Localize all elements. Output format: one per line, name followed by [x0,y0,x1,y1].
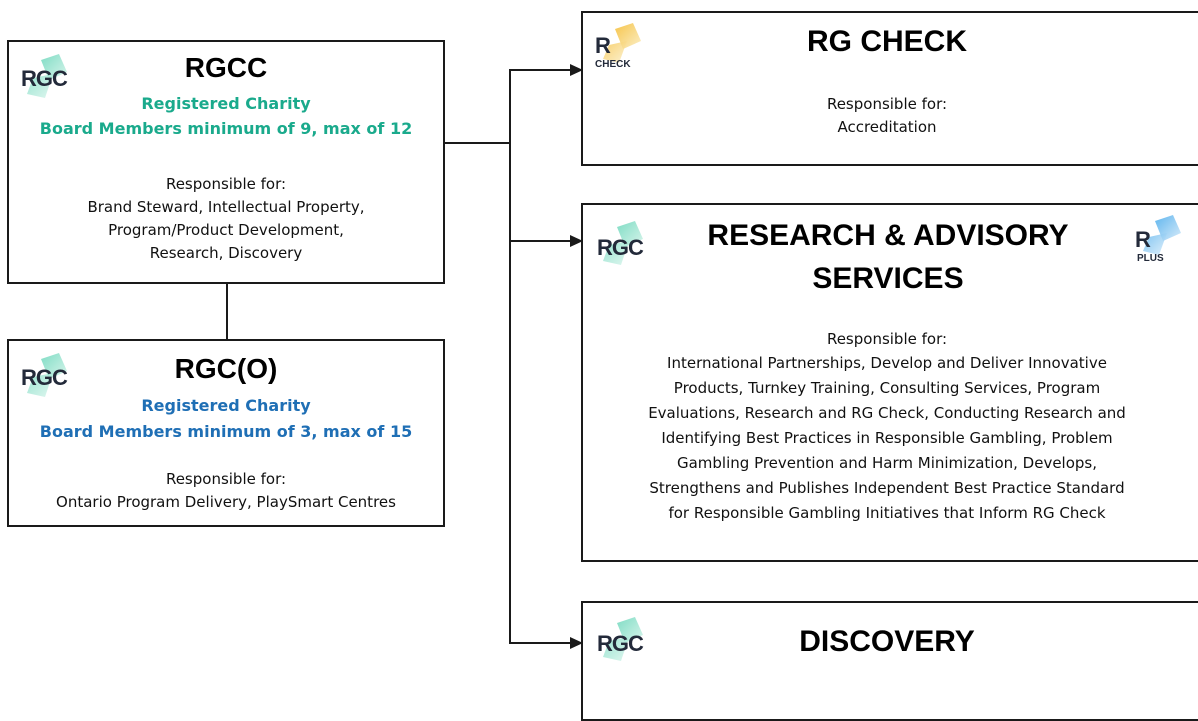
rgcc-board: Board Members minimum of 9, max of 12 [39,119,413,138]
research-resp-line: Gambling Prevention and Harm Minimizatio… [676,454,1097,472]
rgcc-resp-line: Brand Steward, Intellectual Property, [87,198,365,216]
rg-plus-logo-icon: R PLUS [1131,213,1198,265]
research-advisory-box: RGC R PLUS RESEARCH & ADVISORY SERVICES … [581,203,1198,562]
research-resp-line: International Partnerships, Develop and … [667,354,1107,372]
rgco-title: RGC(O) [174,353,278,384]
rgcc-status: Registered Charity [141,94,311,113]
arrow-rgcheck-icon [570,64,583,76]
research-title-line: RESEARCH & ADVISORY [707,219,1069,252]
rgcc-title: RGCC [184,52,268,83]
rgc-logo-icon: RGC [591,217,661,269]
rgcc-box: RGC RGCC Registered Charity Board Member… [7,40,445,284]
discovery-title: DISCOVERY [799,625,975,658]
research-title-line: SERVICES [812,262,964,295]
rgcheck-title: RG CHECK [806,25,967,58]
rgco-box: RGC RGC(O) Registered Charity Board Memb… [7,339,445,527]
rg-check-logo-icon: R CHECK [591,21,661,73]
connector-trunk-vertical [509,69,511,644]
connector-rgcheck [509,69,579,71]
rgcheck-resp-label: Responsible for: [826,95,948,113]
rgcc-resp-line: Program/Product Development, [108,221,344,239]
research-resp-line: Evaluations, Research and RG Check, Cond… [648,404,1126,422]
rgco-resp-label: Responsible for: [165,470,287,488]
connector-rgcc-rgco [226,283,228,340]
rgcheck-resp-line: Accreditation [837,118,937,136]
discovery-box: RGC DISCOVERY [581,601,1198,721]
arrow-discovery-icon [570,637,583,649]
rgc-logo-icon: RGC [15,50,85,102]
rgco-status: Registered Charity [141,396,311,415]
research-resp-line: Identifying Best Practices in Responsibl… [661,429,1113,447]
rgc-logo-icon: RGC [15,349,85,401]
arrow-research-icon [570,235,583,247]
rgco-resp-line: Ontario Program Delivery, PlaySmart Cent… [56,493,396,511]
rgcheck-box: R CHECK RG CHECK Responsible for: Accred… [581,11,1198,166]
research-resp-label: Responsible for: [826,330,948,348]
connector-discovery [509,642,579,644]
rgc-logo-icon: RGC [591,613,661,665]
research-resp-line: Strengthens and Publishes Independent Be… [649,479,1125,497]
rgcc-resp-line: Research, Discovery [149,244,303,262]
connector-research [509,240,579,242]
connector-rgcc-right [444,142,510,144]
research-resp-line: for Responsible Gambling Initiatives tha… [668,504,1106,522]
rgco-board: Board Members minimum of 3, max of 15 [39,422,413,441]
rgcc-resp-label: Responsible for: [165,175,287,193]
research-resp-line: Products, Turnkey Training, Consulting S… [673,379,1101,397]
